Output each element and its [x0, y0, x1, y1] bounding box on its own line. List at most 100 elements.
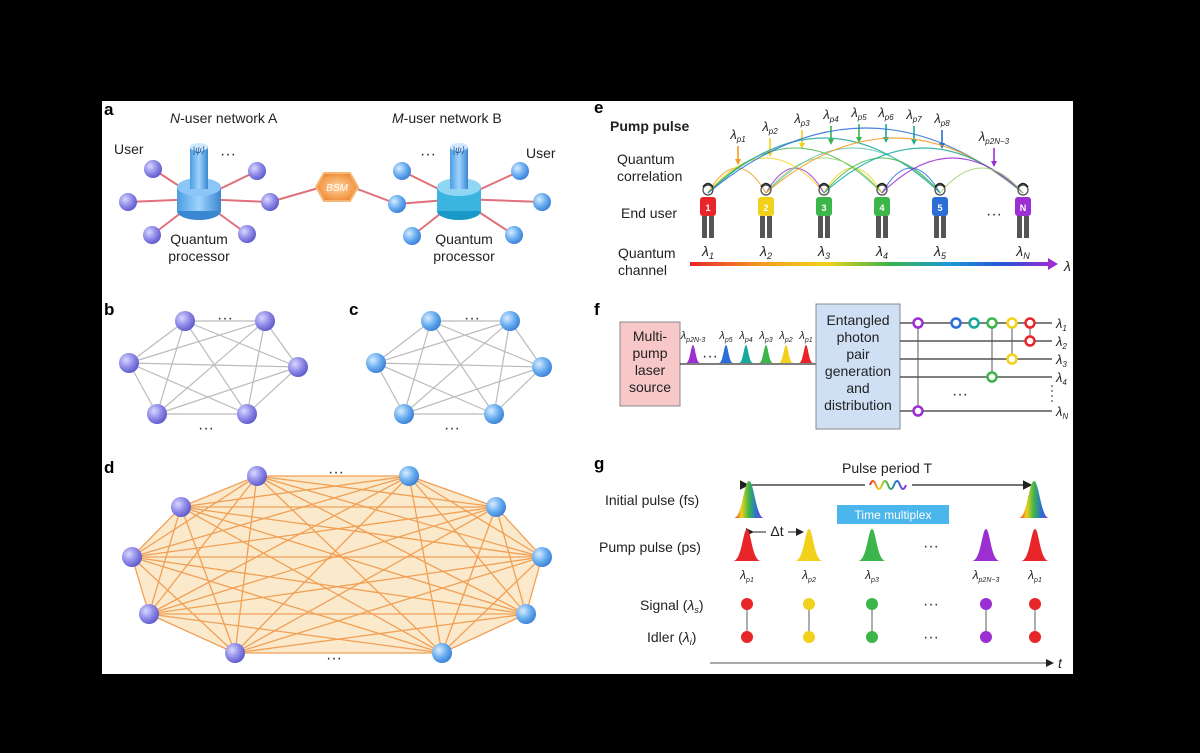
psi-label-left: |ψ⟩: [193, 145, 205, 155]
mesh-c-node: [421, 311, 441, 331]
figure-svg: a N-user network A M-user network B User…: [104, 101, 1071, 671]
pump-label-g: λp1: [1027, 568, 1042, 584]
entangled-source-box: [815, 303, 901, 430]
signal-photon: [980, 598, 992, 610]
mesh-d-link: [131, 475, 258, 558]
network-a-users: [119, 160, 279, 244]
user-body: [816, 197, 832, 216]
mesh-b-node: [147, 404, 167, 424]
pump-label-e: λp2N−3: [978, 129, 1010, 146]
mesh-b-link: [128, 362, 299, 368]
mesh-d-link: [408, 475, 497, 508]
panel-e: e Pump pulse Quantum correlation End use…: [594, 101, 1071, 278]
panel-f-label: f: [594, 300, 600, 319]
user-number: 3: [821, 203, 826, 213]
mesh-d-link: [131, 556, 236, 654]
mesh-d-link: [256, 475, 527, 615]
correlation-arc: [881, 157, 1024, 194]
mesh-b-link: [156, 366, 299, 415]
mesh-c-node: [394, 404, 414, 424]
pump-spectrum-f: [799, 345, 813, 363]
user-body: [758, 197, 774, 216]
pump-label-e: λp8: [933, 111, 950, 128]
pump-arrowhead-e: [911, 139, 917, 145]
pump-label-e: λp4: [822, 107, 839, 124]
quantum-channel-line1: Quantum: [618, 245, 676, 261]
panel-e-ellipsis: ···: [986, 206, 1002, 223]
panel-c-label: c: [349, 300, 358, 319]
correlation-arc: [939, 167, 1024, 194]
pump-label-g: λp1: [739, 568, 754, 584]
box-line3: pair: [846, 346, 870, 362]
user-number: 4: [879, 203, 884, 213]
mesh-d-link: [234, 475, 410, 654]
idler-photon: [866, 631, 878, 643]
signal-photon: [866, 598, 878, 610]
laser-line4: source: [629, 379, 671, 395]
laser-line3: laser: [635, 362, 666, 378]
panel-e-correlation-arcs: [707, 127, 1024, 194]
entangle-dot: [968, 317, 980, 329]
mesh-b-node: [119, 353, 139, 373]
initial-pulse-right: [1019, 481, 1049, 518]
pulse-period-label: Pulse period T: [842, 460, 932, 476]
mesh-b-link: [246, 366, 299, 415]
pump-arrowhead-e: [735, 159, 741, 165]
pump-label-e: λp3: [793, 111, 810, 128]
correlation-arc: [765, 147, 941, 194]
user-number: 2: [763, 203, 768, 213]
signal-photon: [741, 598, 753, 610]
mesh-d-node: [486, 497, 506, 517]
box-line1: Entangled: [826, 312, 889, 328]
idler-photon: [980, 631, 992, 643]
user-leg: [818, 216, 823, 238]
entangle-dot: [950, 317, 962, 329]
pump-spectrum-f: [739, 345, 753, 363]
correlation-arc: [823, 167, 883, 194]
box-line5: and: [846, 380, 869, 396]
user-label-right: User: [526, 145, 556, 161]
user-number: N: [1020, 203, 1027, 213]
pump-arrowhead-e: [856, 137, 862, 143]
ellipsis-a-right: ···: [420, 146, 436, 163]
pump-label-g: λp2N−3: [972, 568, 1000, 584]
pump-spectrum-f: [779, 345, 793, 363]
box-line6: distribution: [824, 397, 892, 413]
box-line4: generation: [825, 363, 891, 379]
pump-label-f: λp2: [778, 330, 792, 344]
mesh-d-link: [408, 475, 443, 654]
user-body: [932, 197, 948, 216]
quantum-correlation-line1: Quantum: [617, 151, 675, 167]
panel-a-label: a: [104, 101, 114, 119]
user-number: 1: [705, 203, 710, 213]
mesh-d-node: [247, 466, 267, 486]
channel-arrowhead: [1048, 258, 1058, 270]
user-head: [818, 184, 830, 196]
mesh-c-links: [375, 320, 543, 415]
mesh-d-link: [131, 506, 182, 558]
correlation-arc: [707, 147, 883, 194]
panel-e-label: e: [594, 101, 603, 117]
box-line2: photon: [837, 329, 880, 345]
mesh-d-link: [180, 506, 443, 654]
output-label: λ1: [1055, 316, 1067, 333]
mesh-d-link: [408, 475, 543, 558]
processor-right-line1: Quantum: [435, 231, 493, 247]
panel-g-ellipsis-idler: ···: [923, 629, 939, 646]
panel-d-label: d: [104, 458, 114, 477]
pump-arrowhead-e: [799, 143, 805, 149]
mesh-d-node: [532, 547, 552, 567]
mesh-c-link: [375, 320, 432, 364]
correlation-arc: [765, 157, 883, 194]
user-headphones: [934, 182, 946, 188]
mesh-c-link: [403, 320, 511, 415]
pump-pulse-g: [795, 529, 823, 561]
mesh-c-link: [403, 366, 543, 415]
mesh-b-node: [288, 357, 308, 377]
mesh-d-link: [256, 475, 497, 508]
idler-label: Idler (λi): [647, 629, 696, 647]
user-head: [702, 184, 714, 196]
